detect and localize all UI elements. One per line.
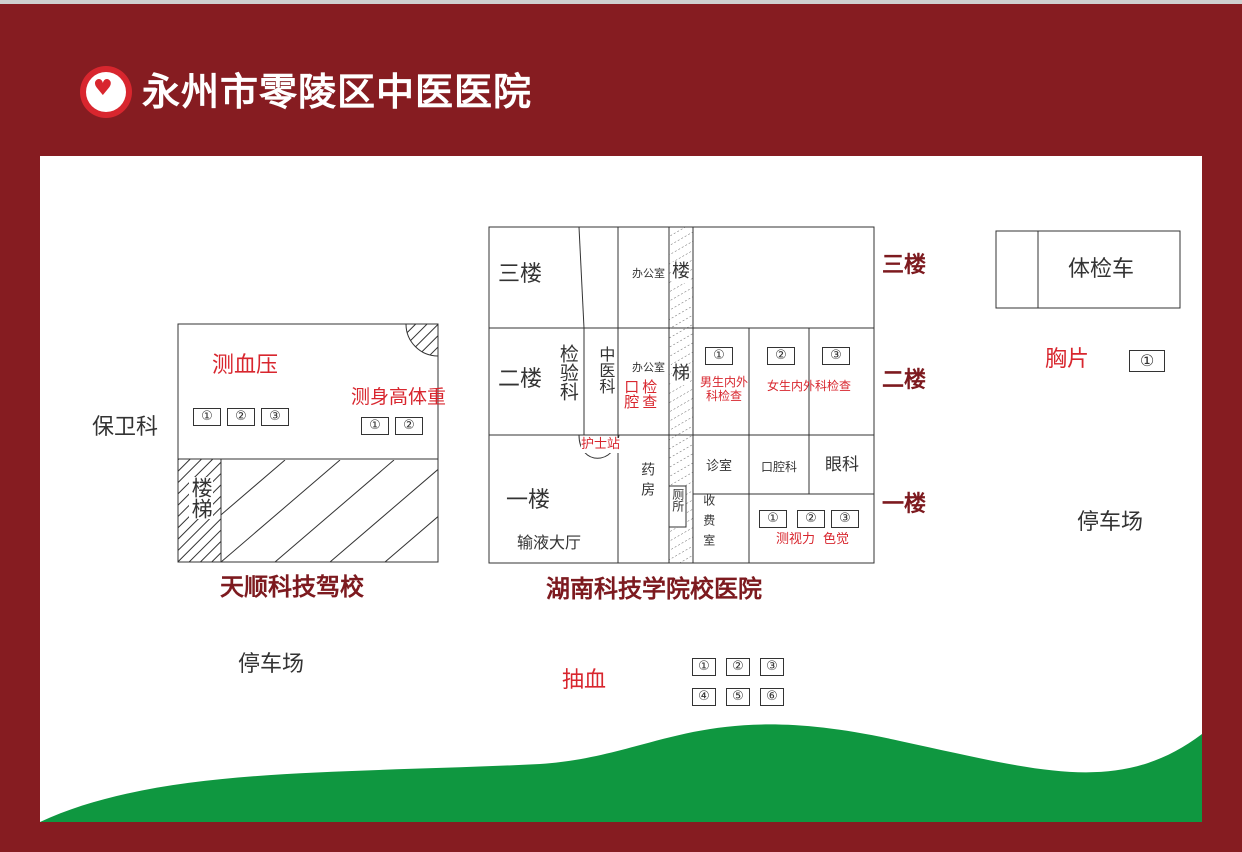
clinic-label: 诊室 — [706, 459, 733, 474]
hw-station-1: ① — [361, 417, 389, 435]
vision-test-label: 测视力 — [776, 532, 816, 547]
female-exam-station-3: ③ — [822, 347, 850, 365]
blood-station-5: ⑤ — [726, 688, 750, 706]
male-exam-station-1: ① — [705, 347, 733, 365]
security-office-label: 保卫科 — [92, 415, 159, 440]
parking-left-label: 停车场 — [238, 652, 305, 677]
female-exam-label: 女生内外科检查 — [767, 379, 852, 393]
chest-xray-label: 胸片 — [1045, 347, 1090, 372]
toilet-label: 厕所 — [670, 488, 685, 512]
blood-draw-label: 抽血 — [562, 668, 607, 693]
eye-station-1: ① — [759, 510, 787, 528]
main-building-outline — [488, 226, 875, 564]
floor-label-3: 三楼 — [882, 253, 927, 278]
lab-label: 检验科 — [556, 344, 579, 401]
left-building-outline — [177, 323, 439, 563]
stair-top-label: 楼 — [672, 261, 690, 283]
floor-label-1: 一楼 — [882, 492, 927, 517]
office-2f-label: 办公室 — [632, 361, 665, 374]
oral-exam-col1: 口腔 — [622, 379, 641, 409]
floor1-room-label: 一楼 — [506, 488, 551, 513]
blood-station-3: ③ — [760, 658, 784, 676]
exam-vehicle-label: 体检车 — [1068, 257, 1135, 282]
green-hill — [40, 724, 1202, 822]
chest-xray-station: ① — [1129, 350, 1165, 372]
eye-station-2: ② — [797, 510, 825, 528]
blood-pressure-label: 测血压 — [212, 353, 279, 378]
hw-station-2: ② — [395, 417, 423, 435]
driving-school-name: 天顺科技驾校 — [220, 573, 364, 601]
color-vision-label: 色觉 — [823, 532, 850, 547]
dental-label: 口腔科 — [761, 460, 798, 474]
height-weight-label: 测身高体重 — [351, 386, 447, 408]
left-stairs-label: 楼梯 — [189, 477, 214, 519]
bp-station-1: ① — [193, 408, 221, 426]
top-border — [0, 0, 1242, 4]
map-panel: 保卫科 停车场 停车场 测血压 测身高体重 ① ② ③ ① ② 楼梯 天顺科技驾… — [40, 156, 1202, 822]
floor2-room-label: 二楼 — [498, 367, 543, 392]
hospital-title: 永州市零陵区中医医院 — [142, 70, 533, 114]
stair-bottom-label: 梯 — [672, 363, 690, 385]
female-exam-station-2: ② — [767, 347, 795, 365]
bp-station-3: ③ — [261, 408, 289, 426]
male-exam-label: 男生内外科检查 — [699, 375, 748, 403]
hospital-heart-logo-icon: ♥ — [80, 66, 132, 118]
eye-dept-label: 眼科 — [825, 455, 859, 475]
infusion-hall-label: 输液大厅 — [517, 533, 582, 552]
blood-station-4: ④ — [692, 688, 716, 706]
blood-station-1: ① — [692, 658, 716, 676]
map-drawing — [40, 226, 1202, 822]
floor3-room-label: 三楼 — [498, 262, 543, 287]
school-clinic-name: 湖南科技学院校医院 — [546, 575, 762, 603]
exam-vehicle-outline — [995, 230, 1181, 309]
parking-right-label: 停车场 — [1077, 510, 1144, 535]
eye-station-3: ③ — [831, 510, 859, 528]
oral-exam-col2: 检查 — [640, 379, 659, 409]
tcm-label: 中医科 — [596, 346, 616, 394]
nurse-station-label: 护士站 — [581, 437, 621, 453]
cashier-label: 收费室 — [701, 494, 716, 554]
blood-station-2: ② — [726, 658, 750, 676]
blood-station-6: ⑥ — [760, 688, 784, 706]
bp-station-2: ② — [227, 408, 255, 426]
office-3f-label: 办公室 — [632, 267, 665, 280]
floor-label-2: 二楼 — [882, 368, 927, 393]
pharmacy-label: 药房 — [639, 462, 656, 502]
